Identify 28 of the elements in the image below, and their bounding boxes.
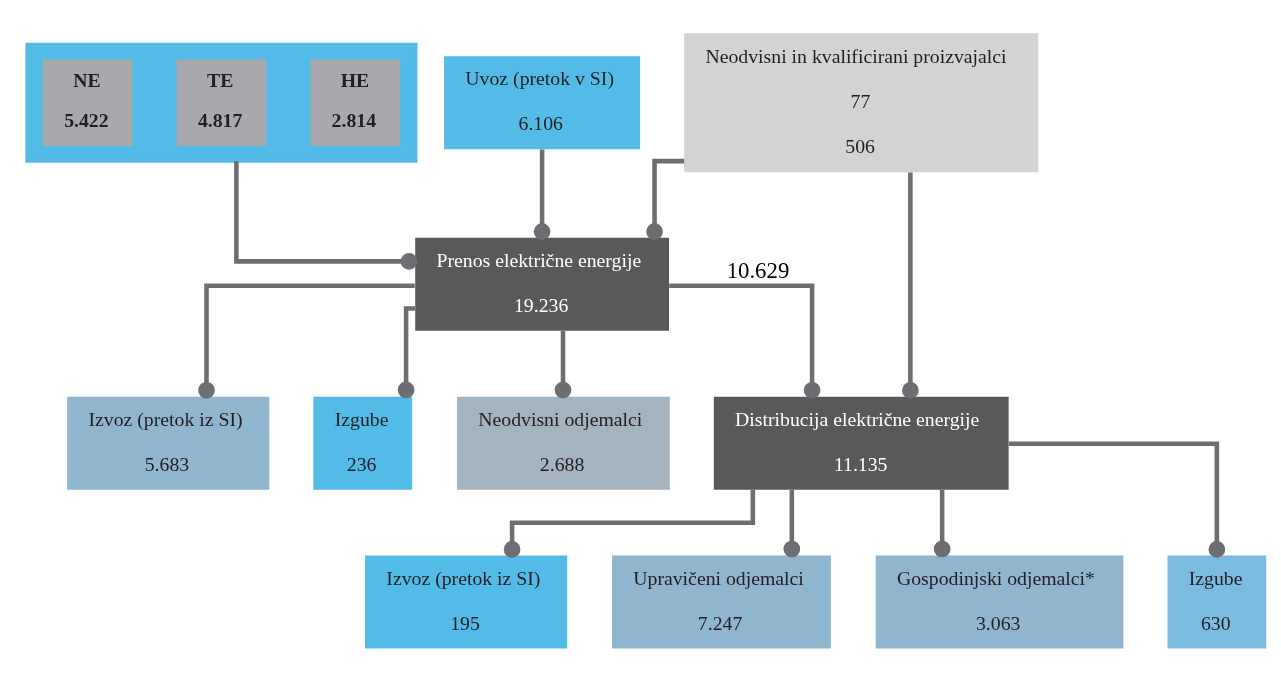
node-box: Uvoz (pretok v SI) 6.106 [444,56,641,150]
node-box: Izgube 630 [1167,555,1267,649]
connector [646,158,685,240]
connector [533,149,551,240]
node-box: Izvoz (pretok iz SI) 5.683 [67,396,270,490]
node-box: HE 2.814 [310,59,400,147]
connector [503,489,756,558]
node-box: Gospodinjski odjemalci* 3.063 [875,555,1124,649]
connector [554,331,572,399]
node-box: Neodvisni in kvalificirani proizvajalci 77 506 [684,33,1039,173]
connector [669,283,821,399]
connector [234,161,418,270]
node-box: Distribucija električne energije 11.135 [713,396,1009,490]
edge-label: 10.629 [726,258,790,284]
connector [933,490,951,558]
connector [902,172,919,399]
node-box: Neodvisni odjemalci 2.688 [457,396,670,490]
connector [198,283,415,399]
connector [783,490,801,558]
node-box: Upravičeni odjemalci 7.247 [612,555,831,649]
connector [397,306,415,399]
cluster [25,42,418,163]
node-box: Izgube 236 [313,396,413,490]
connector [1008,441,1226,558]
node-box: NE 5.422 [42,59,133,147]
node-box: Izvoz (pretok iz SI) 195 [365,555,568,649]
node-box: Prenos električne energije 19.236 [415,237,669,331]
node-box: TE 4.817 [176,59,267,147]
